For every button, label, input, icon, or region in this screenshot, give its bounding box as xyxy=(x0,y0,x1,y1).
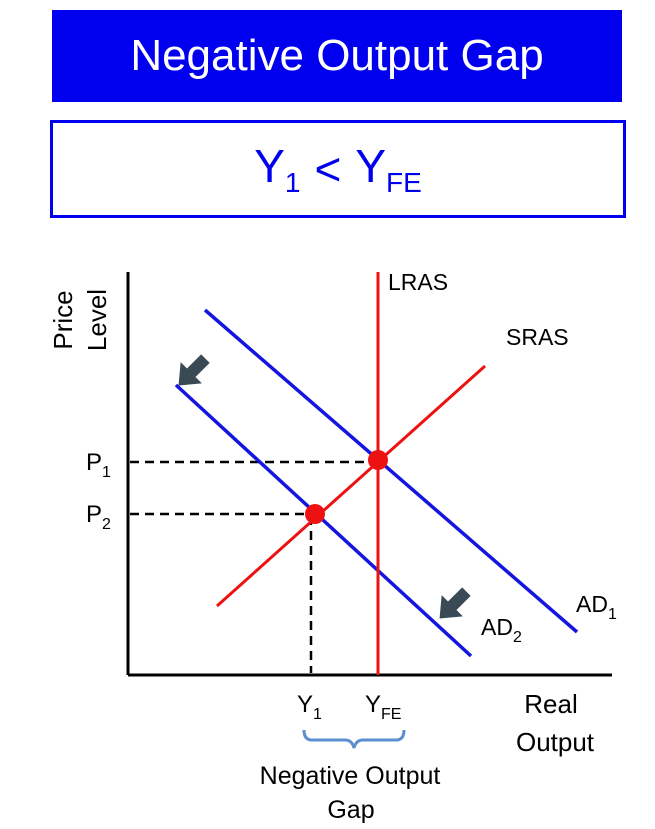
y1-label: Y1 xyxy=(297,691,322,723)
title-banner: Negative Output Gap xyxy=(52,10,622,102)
x-axis-label-line1: Real xyxy=(524,689,577,719)
p2-label: P2 xyxy=(86,501,111,533)
formula-box: Y1 < YFE xyxy=(50,120,626,218)
shift-arrow-lower-icon xyxy=(439,587,471,619)
ad2-curve xyxy=(174,383,473,658)
shift-arrow-upper-icon xyxy=(178,354,210,386)
x-axis-label-line2: Output xyxy=(516,727,595,757)
formula-operator: < xyxy=(314,143,342,195)
equilibrium-point-2 xyxy=(305,504,325,524)
title-text: Negative Output Gap xyxy=(130,31,544,80)
p1-label: P1 xyxy=(86,449,111,481)
ad1-curve xyxy=(203,308,579,634)
formula-right: YFE xyxy=(355,140,422,198)
sras-curve xyxy=(215,364,487,608)
y-axis-label-line1: Price xyxy=(48,290,78,349)
sras-label: SRAS xyxy=(506,324,569,350)
gap-label-line2: Gap xyxy=(327,796,374,824)
formula-left: Y1 xyxy=(254,140,301,198)
gap-brace xyxy=(302,729,406,749)
ad1-label: AD1 xyxy=(576,591,617,623)
ad2-label: AD2 xyxy=(481,614,522,646)
y-axis-label-line2: Level xyxy=(82,289,112,351)
yfe-label: YFE xyxy=(365,691,401,723)
lras-label: LRAS xyxy=(388,269,448,295)
equilibrium-point-1 xyxy=(368,450,388,470)
gap-label-line1: Negative Output xyxy=(260,762,441,790)
